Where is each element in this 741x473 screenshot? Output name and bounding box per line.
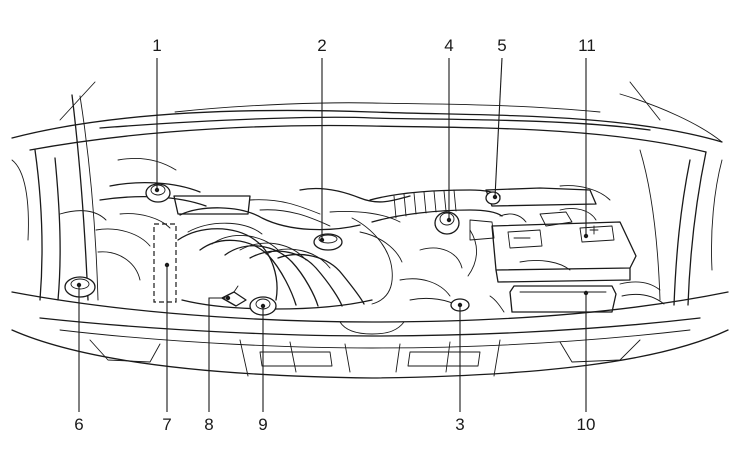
cap-6 <box>64 276 96 298</box>
cap-2 <box>313 233 343 251</box>
callout-label-9: 9 <box>258 415 267 434</box>
hood-outline <box>11 81 723 153</box>
leader-dot-6 <box>76 282 82 288</box>
cap-4 <box>434 211 460 235</box>
front-support <box>11 291 729 379</box>
callout-10: 10 <box>577 290 596 434</box>
leader-dot-4 <box>446 217 452 223</box>
callout-label-4: 4 <box>444 36 453 55</box>
callout-label-5: 5 <box>497 36 506 55</box>
callout-label-6: 6 <box>74 415 83 434</box>
leader-line-8 <box>208 297 228 412</box>
callout-1: 1 <box>152 36 162 193</box>
callout-4: 4 <box>444 36 454 223</box>
callout-8: 8 <box>204 295 231 434</box>
leader-line-5 <box>494 57 503 198</box>
callout-3: 3 <box>455 302 465 434</box>
air-filter-box <box>489 281 665 313</box>
callout-11: 11 <box>578 36 596 239</box>
callout-label-1: 1 <box>152 36 161 55</box>
callout-label-10: 10 <box>577 415 596 434</box>
right-pillar <box>639 149 723 306</box>
callout-label-3: 3 <box>455 415 464 434</box>
dipstick-8 <box>221 285 247 307</box>
cap-1 <box>145 183 171 203</box>
cap-5 <box>485 191 501 205</box>
engine-intake-manifold <box>177 207 393 310</box>
callout-label-11: 11 <box>578 36 596 55</box>
dashed-outline-7 <box>153 223 177 303</box>
leader-dot-2 <box>319 237 325 243</box>
callout-2: 2 <box>317 36 327 243</box>
leader-dot-3 <box>457 302 463 308</box>
leader-dot-9 <box>260 303 266 309</box>
battery <box>491 208 637 283</box>
leader-dot-8 <box>225 295 231 301</box>
callout-9: 9 <box>258 303 268 434</box>
callout-label-8: 8 <box>204 415 213 434</box>
callout-label-2: 2 <box>317 36 326 55</box>
right-components <box>399 185 611 307</box>
leader-dot-5 <box>492 194 498 200</box>
left-pillar <box>11 94 99 301</box>
callout-7: 7 <box>162 262 172 434</box>
leader-dot-1 <box>154 187 160 193</box>
callout-label-7: 7 <box>162 415 171 434</box>
leader-dot-10 <box>583 290 589 296</box>
callout-5: 5 <box>492 36 507 200</box>
leader-dot-7 <box>164 262 170 268</box>
callout-6: 6 <box>74 282 84 434</box>
leader-dot-11 <box>583 233 589 239</box>
upper-hoses <box>59 158 411 281</box>
